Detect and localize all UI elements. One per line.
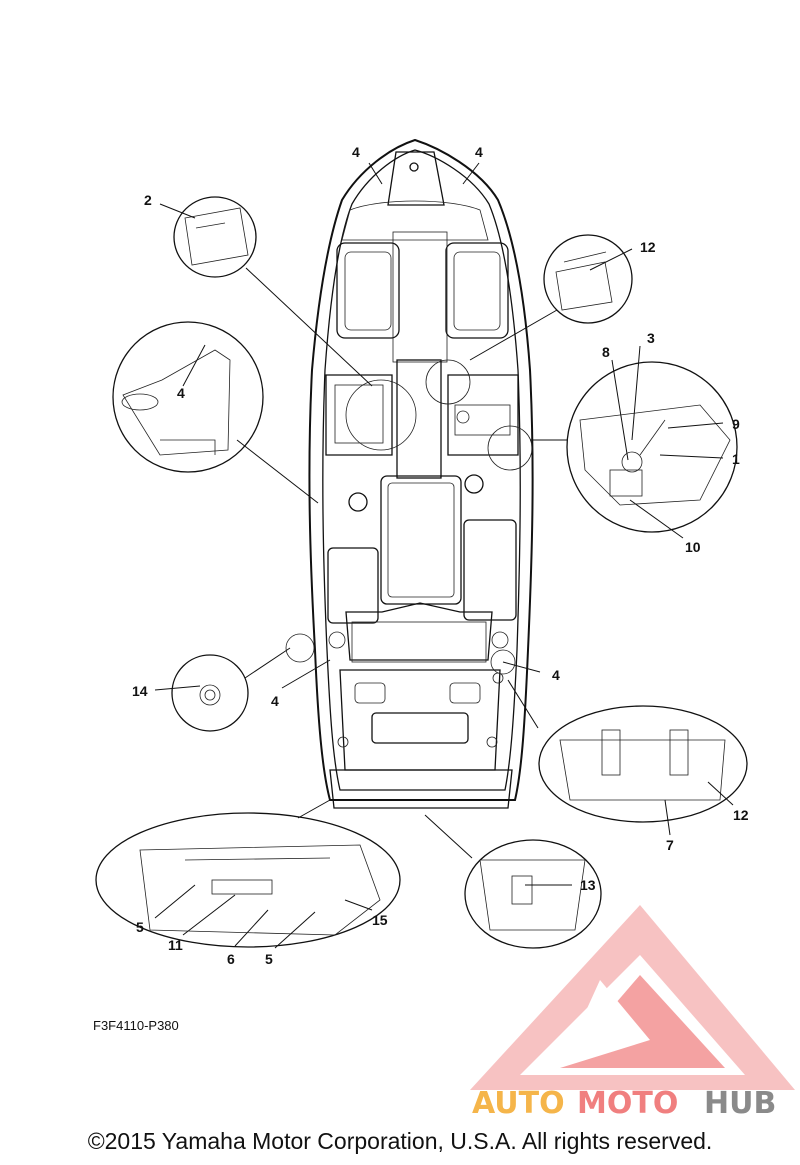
logo-text-auto: AUTO — [472, 1086, 565, 1121]
callout-6: 6 — [227, 951, 235, 967]
callout-3: 3 — [647, 330, 655, 346]
detail-bubble-storage — [95, 812, 401, 948]
detail-bubble-13 — [464, 839, 602, 949]
detail-bubble-14 — [171, 654, 249, 732]
leader-lines — [154, 162, 734, 949]
copyright-notice: ©2015 Yamaha Motor Corporation, U.S.A. A… — [87, 1128, 713, 1154]
callout-4: 4 — [475, 144, 483, 160]
callout-5: 5 — [265, 951, 273, 967]
detail-bubble-2 — [173, 196, 257, 278]
callout-13: 13 — [580, 877, 596, 893]
callout-12: 12 — [733, 807, 749, 823]
callout-12: 12 — [640, 239, 656, 255]
callout-7: 7 — [666, 837, 674, 853]
figure-code: F3F4110-P380 — [93, 1018, 179, 1033]
logo-text-moto: MOTO — [577, 1086, 678, 1121]
callout-11: 11 — [168, 937, 183, 953]
callout-15: 15 — [372, 912, 388, 928]
callout-9: 9 — [732, 416, 740, 432]
callout-2: 2 — [144, 192, 152, 208]
detail-bubble-helm — [566, 361, 738, 533]
callout-14: 14 — [132, 683, 148, 699]
callout-4: 4 — [177, 385, 185, 401]
callout-4: 4 — [271, 693, 279, 709]
automotohub-logo: AUTO MOTO HUB — [470, 905, 795, 1121]
detail-bubble-12-top — [543, 234, 633, 324]
callout-10: 10 — [685, 539, 701, 555]
boat-hull — [285, 138, 534, 809]
detail-bubble-4-left — [112, 321, 264, 473]
callout-1: 1 — [732, 451, 740, 467]
detail-bubble-12-stern — [538, 705, 748, 823]
logo-text-hub: HUB — [704, 1086, 776, 1121]
callout-labels: 4 4 2 4 12 3 8 9 1 10 14 4 4 12 7 13 5 1… — [132, 144, 749, 967]
callout-4: 4 — [552, 667, 560, 683]
callout-4: 4 — [352, 144, 360, 160]
callout-5: 5 — [136, 919, 144, 935]
callout-8: 8 — [602, 344, 610, 360]
